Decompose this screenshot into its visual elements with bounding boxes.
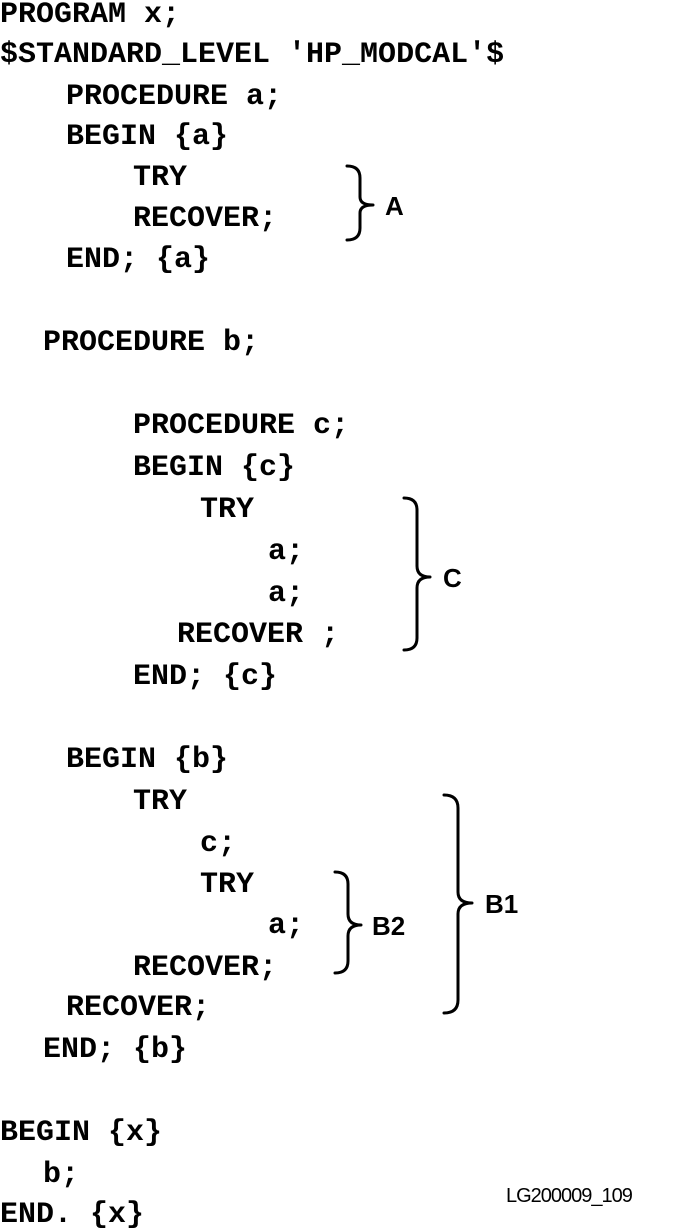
brace-label-c: C	[443, 563, 462, 593]
brace-a-icon	[345, 164, 375, 242]
code-line-recover-b2: RECOVER;	[133, 951, 278, 985]
code-line-try-c: TRY	[200, 493, 255, 527]
code-line-recover-c: RECOVER ;	[177, 618, 340, 652]
code-line-end-c: END; {c}	[133, 660, 278, 694]
code-line-call-a-2: a;	[268, 577, 305, 611]
code-line-begin-x: BEGIN {x}	[0, 1116, 163, 1150]
code-line-call-a-1: a;	[268, 535, 305, 569]
brace-label-b2: B2	[372, 911, 406, 941]
brace-label-b1: B1	[485, 889, 519, 919]
code-line-call-c: c;	[200, 827, 237, 861]
figure-id-label: LG200009_109	[506, 1185, 633, 1207]
code-line-recover-a: RECOVER;	[133, 202, 278, 236]
code-line-begin-b: BEGIN {b}	[66, 743, 229, 777]
code-line-call-a-3: a;	[268, 909, 305, 943]
code-line-begin-c: BEGIN {c}	[133, 451, 296, 485]
code-line-try-a: TRY	[133, 161, 188, 195]
code-line-standard-level: $STANDARD_LEVEL 'HP_MODCAL'$	[0, 38, 505, 72]
brace-c-icon	[402, 496, 432, 652]
code-line-try-b1: TRY	[133, 785, 188, 819]
brace-label-a: A	[385, 191, 404, 221]
code-line-begin-a: BEGIN {a}	[66, 120, 229, 154]
code-line-end-x: END. {x}	[0, 1198, 145, 1232]
brace-b2-icon	[333, 870, 363, 975]
code-line-procedure-a: PROCEDURE a;	[66, 80, 283, 114]
code-line-program: PROGRAM x;	[0, 0, 181, 32]
code-line-try-b2: TRY	[200, 868, 255, 902]
code-line-procedure-c: PROCEDURE c;	[133, 409, 350, 443]
code-line-recover-b1: RECOVER;	[66, 991, 211, 1025]
code-line-end-a: END; {a}	[66, 243, 211, 277]
code-line-procedure-b: PROCEDURE b;	[43, 326, 260, 360]
code-line-end-b: END; {b}	[43, 1033, 188, 1067]
code-line-call-b: b;	[43, 1158, 80, 1192]
brace-b1-icon	[442, 793, 474, 1015]
